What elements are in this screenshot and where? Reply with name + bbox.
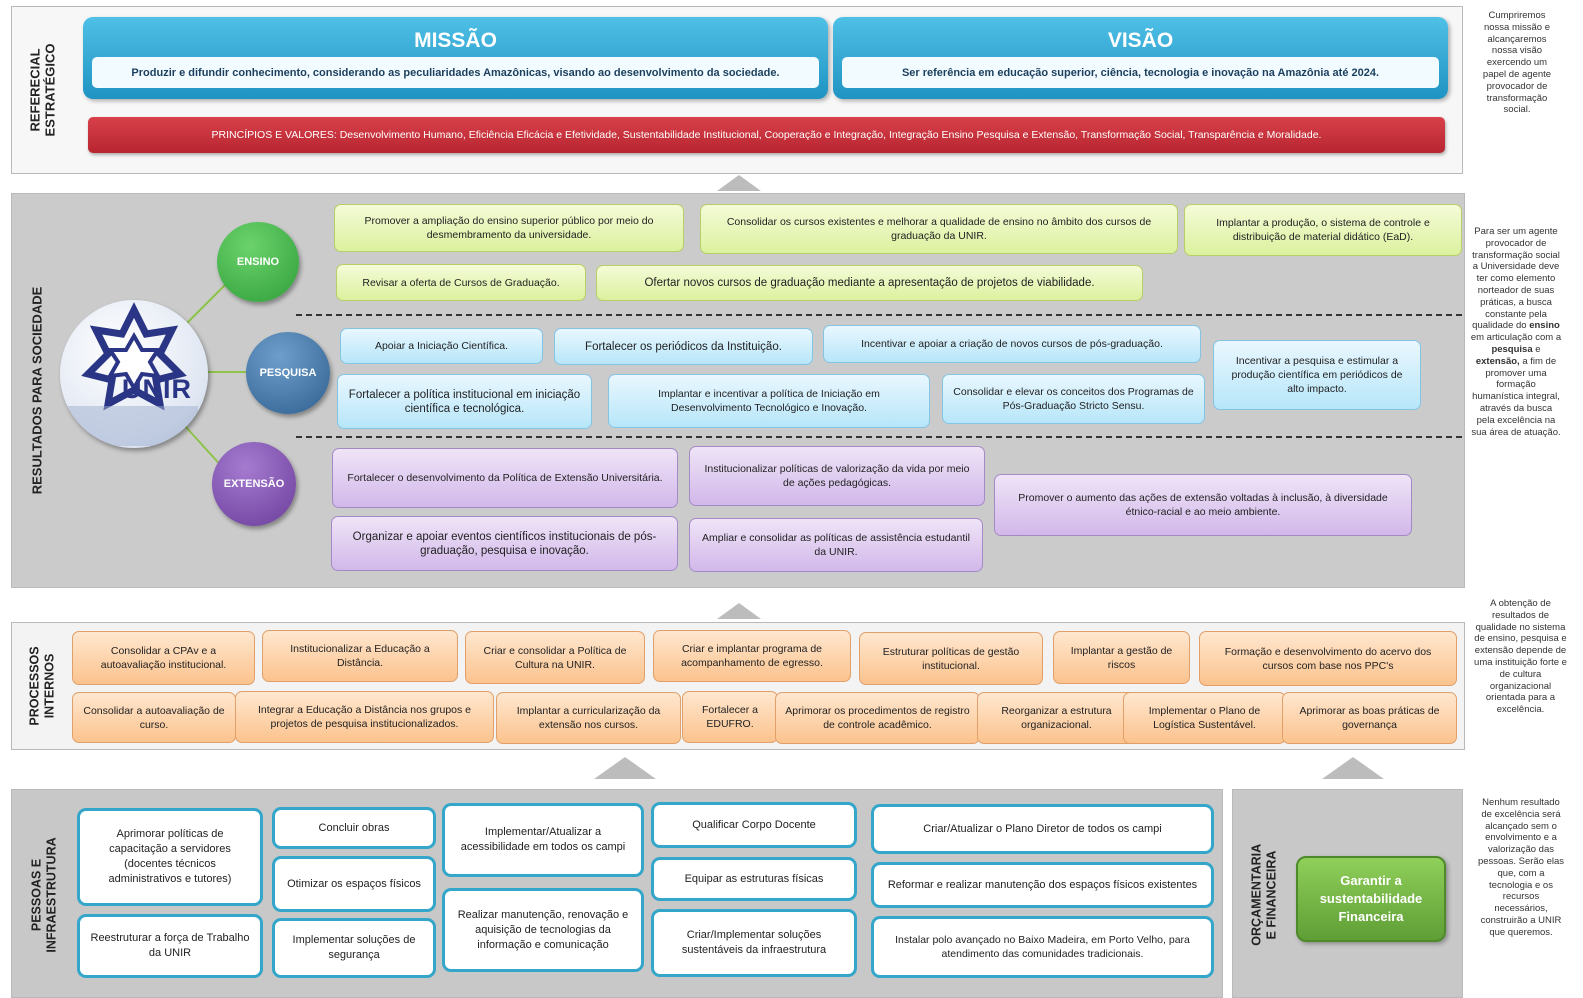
pessoas-item: Aprimorar políticas de capacitação a ser… [77, 808, 263, 906]
processo-item: Implementar o Plano de Logística Sustent… [1123, 692, 1286, 744]
processo-item: Reorganizar a estrutura organizacional. [977, 692, 1136, 744]
visao-text: Ser referência em educação superior, ciê… [842, 57, 1439, 88]
ensino-circle: ENSINO [217, 222, 299, 302]
extensao-item: Fortalecer o desenvolvimento da Política… [332, 448, 678, 508]
missao-title: MISSÃO [414, 29, 497, 52]
processos-side-note: A obtenção de resultados de qualidade no… [1474, 598, 1567, 716]
pesquisa-item: Fortalecer os periódicos da Instituição. [554, 328, 813, 365]
arrow-up-1 [717, 175, 761, 191]
pessoas-item: Qualificar Corpo Docente [651, 802, 857, 848]
processo-item: Criar e consolidar a Política de Cultura… [465, 631, 645, 684]
pessoas-item: Reestruturar a força de Trabalho da UNIR [77, 914, 263, 978]
pessoas-item: Equipar as estruturas físicas [651, 857, 857, 901]
arrow-up-3 [594, 757, 656, 779]
divider-ensino-pesquisa [296, 314, 1462, 316]
arrow-up-4 [1322, 757, 1384, 779]
ensino-item: Promover a ampliação do ensino superior … [334, 204, 684, 252]
pessoas-item: Otimizar os espaços físicos [272, 856, 436, 912]
pessoas-item: Realizar manutenção, renovação e aquisiç… [442, 888, 644, 972]
ensino-item: Implantar a produção, o sistema de contr… [1184, 204, 1462, 256]
extensao-item: Organizar e apoiar eventos científicos i… [331, 516, 678, 571]
processo-item: Formação e desenvolvimento do acervo dos… [1199, 631, 1457, 686]
orcamentaria-item: Garantir a sustentabilidade Financeira [1296, 856, 1446, 942]
extensao-item: Institucionalizar políticas de valorizaç… [689, 446, 985, 506]
processo-item: Institucionalizar a Educação a Distância… [262, 630, 458, 682]
processo-item: Integrar a Educação a Distância nos grup… [235, 691, 494, 743]
pessoas-item: Implementar/Atualizar a acessibilidade e… [442, 803, 644, 877]
ensino-item: Consolidar os cursos existentes e melhor… [700, 204, 1178, 254]
ensino-item: Ofertar novos cursos de graduação median… [596, 265, 1143, 301]
referencial-side-note: Cumpriremos nossa missão e alcançaremos … [1482, 10, 1552, 116]
processo-item: Implantar a curricularização da extensão… [496, 692, 681, 744]
pessoas-side-note: Nenhum resultado de excelência será alca… [1477, 797, 1565, 938]
pesquisa-item: Incentivar e apoiar a criação de novos c… [823, 325, 1201, 363]
pesquisa-item: Fortalecer a política institucional em i… [337, 374, 592, 429]
pessoas-item: Concluir obras [272, 807, 436, 849]
processo-item: Estruturar políticas de gestão instituci… [859, 632, 1043, 685]
pesquisa-circle: PESQUISA [246, 332, 330, 414]
pessoas-label: PESSOAS E INFRAESTRUTURA [30, 837, 60, 953]
pesquisa-item: Incentivar a pesquisa e estimular a prod… [1213, 340, 1421, 410]
pesquisa-item: Apoiar a Iniciação Científica. [340, 328, 543, 364]
pessoas-item: Criar/Implementar soluções sustentáveis … [651, 909, 857, 977]
principios-valores: PRINCÍPIOS E VALORES: Desenvolvimento Hu… [88, 117, 1445, 153]
ensino-item: Revisar a oferta de Cursos de Graduação. [336, 264, 586, 301]
extensao-item: Promover o aumento das ações de extensão… [994, 474, 1412, 536]
pessoas-item: Criar/Atualizar o Plano Diretor de todos… [871, 804, 1214, 854]
resultados-side-note: Para ser um agente provocador de transfo… [1470, 226, 1562, 438]
orcamentaria-label: ORÇAMENTARIA E FINANCEIRA [1250, 843, 1280, 946]
extensao-circle: EXTENSÃO [212, 442, 296, 526]
processo-item: Implantar a gestão de riscos [1053, 631, 1190, 684]
extensao-item: Ampliar e consolidar as políticas de ass… [689, 518, 983, 572]
missao-text: Produzir e difundir conhecimento, consid… [92, 57, 819, 88]
pessoas-item: Implementar soluções de segurança [272, 918, 436, 978]
unir-logo: UNIR [60, 300, 208, 448]
processos-label: PROCESSOS INTERNOS [28, 646, 57, 726]
arrow-up-2 [717, 603, 761, 619]
pesquisa-item: Consolidar e elevar os conceitos dos Pro… [942, 374, 1205, 424]
pessoas-item: Reformar e realizar manutenção dos espaç… [871, 862, 1214, 908]
processo-item: Criar e implantar programa de acompanham… [653, 630, 851, 682]
pessoas-item: Instalar polo avançado no Baixo Madeira,… [871, 916, 1214, 978]
missao-panel: MISSÃO Produzir e difundir conhecimento,… [83, 17, 828, 99]
processo-item: Fortalecer a EDUFRO. [682, 691, 778, 743]
divider-pesquisa-extensao [296, 436, 1462, 438]
processo-item: Consolidar a autoavaliação de curso. [72, 692, 236, 743]
pesquisa-item: Implantar e incentivar a política de Ini… [608, 374, 930, 428]
processo-item: Aprimorar as boas práticas de governança [1282, 692, 1457, 744]
visao-title: VISÃO [1107, 29, 1174, 52]
unir-logo-text: UNIR [122, 374, 192, 404]
processo-item: Consolidar a CPAv e a autoavaliação inst… [72, 631, 255, 685]
visao-panel: VISÃO Ser referência em educação superio… [833, 17, 1448, 99]
processo-item: Aprimorar os procedimentos de registro d… [775, 692, 980, 744]
